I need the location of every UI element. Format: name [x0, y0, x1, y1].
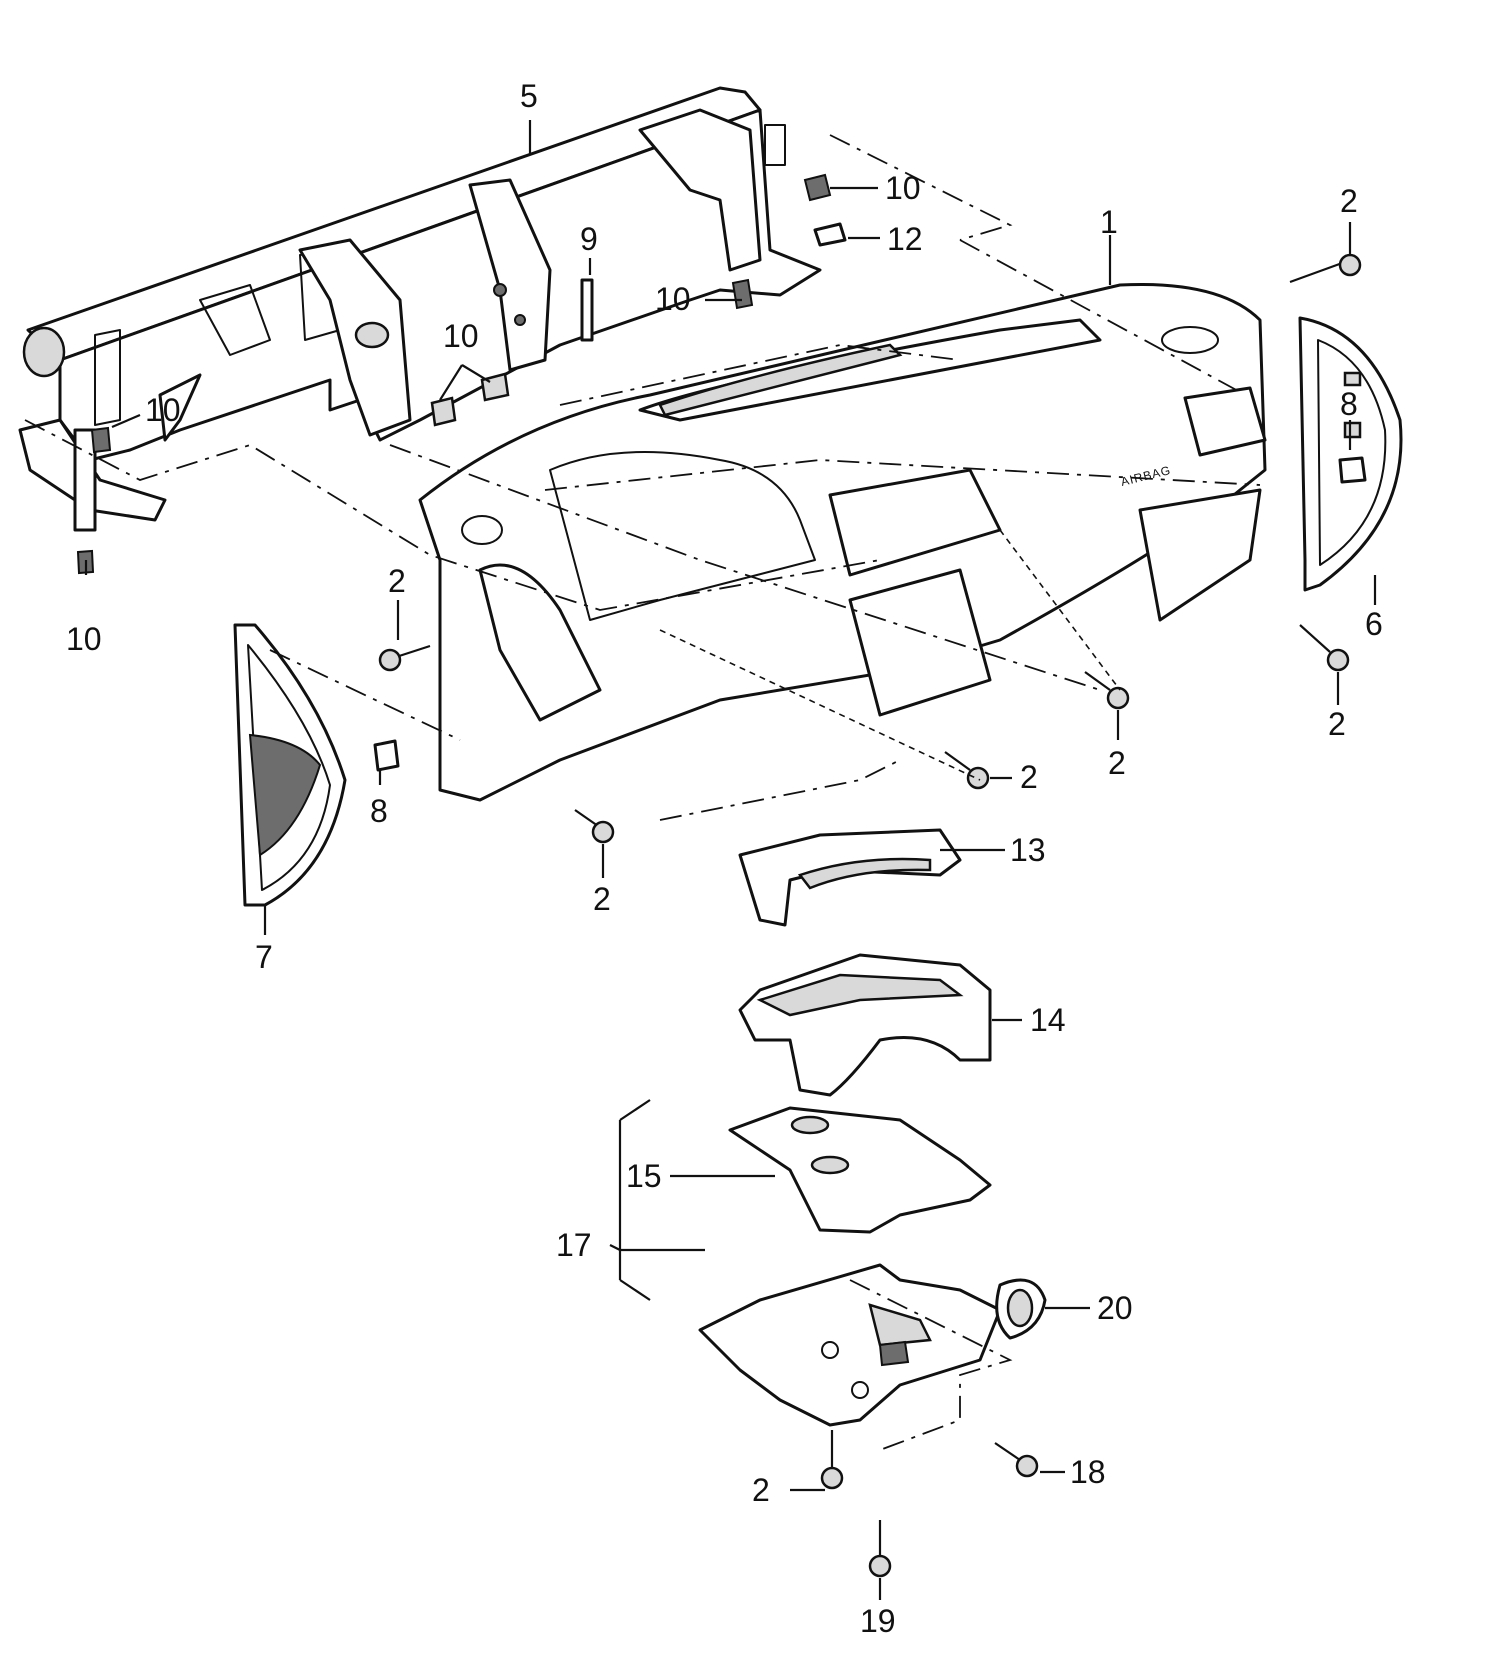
side-covers	[233, 316, 1403, 907]
callout-10: 10	[145, 392, 181, 428]
callout-2: 2	[593, 881, 611, 917]
alignment-lines	[24, 134, 1261, 1451]
callout-5: 5	[520, 78, 538, 114]
callout-8: 8	[1340, 386, 1358, 422]
callout-7: 7	[255, 939, 273, 975]
callout-2: 2	[1340, 183, 1358, 219]
callout-leaders	[84, 120, 1377, 1600]
callout-9: 9	[580, 221, 598, 257]
callout-14: 14	[1030, 1002, 1066, 1038]
callout-2: 2	[388, 563, 406, 599]
callout-17: 17	[556, 1227, 592, 1263]
screws	[378, 253, 1362, 1578]
lower-trim-parts	[698, 828, 1047, 1427]
callout-18: 18	[1070, 1454, 1106, 1490]
callout-20: 20	[1097, 1290, 1133, 1326]
callout-15: 15	[626, 1158, 662, 1194]
callout-10: 10	[885, 170, 921, 206]
callout-10: 10	[443, 318, 479, 354]
callout-10: 10	[66, 621, 102, 657]
callout-13: 13	[1010, 832, 1046, 868]
callout-10: 10	[655, 281, 691, 317]
dashboard-cross-member	[18, 86, 822, 532]
callout-19: 19	[860, 1603, 896, 1639]
callout-2: 2	[1108, 745, 1126, 781]
callout-8: 8	[370, 793, 388, 829]
callout-2: 2	[752, 1472, 770, 1508]
callout-2: 2	[1328, 706, 1346, 742]
callout-labels: 5 10 12 1 2 9 10 10 10 8 10 2 6 2 8 2 2 …	[66, 78, 1383, 1639]
callout-2: 2	[1020, 759, 1038, 795]
callout-1: 1	[1100, 204, 1118, 240]
callout-12: 12	[887, 221, 923, 257]
dashboard-panel: AIRBAG	[418, 282, 1267, 802]
callout-6: 6	[1365, 606, 1383, 642]
